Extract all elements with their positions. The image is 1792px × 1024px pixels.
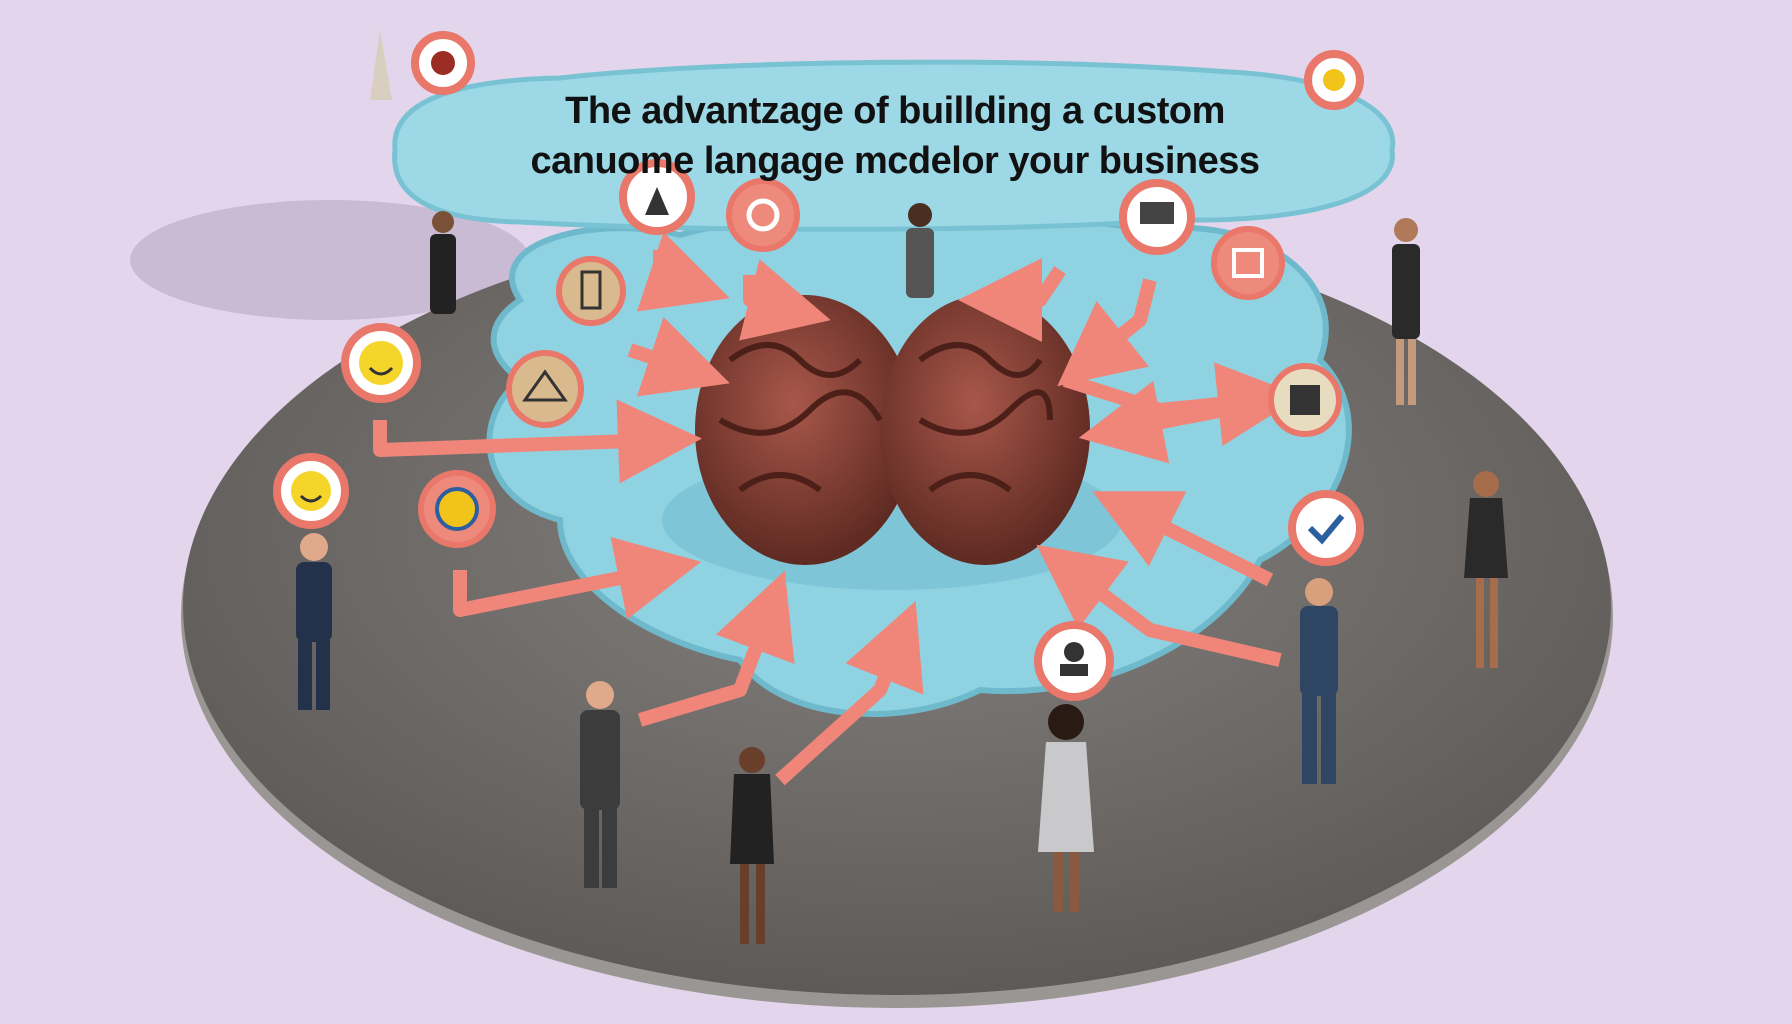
presenter xyxy=(906,203,934,298)
arrows xyxy=(373,231,1302,786)
smile-icon xyxy=(273,453,349,529)
alert-icon xyxy=(411,31,475,95)
puzzle-icon xyxy=(1211,226,1285,300)
coin-icon xyxy=(418,470,496,548)
person xyxy=(430,211,456,314)
brain xyxy=(695,295,1090,565)
person xyxy=(1392,218,1420,405)
page-title: The advantzage of buillding a custom can… xyxy=(430,86,1360,186)
checkmark-icon xyxy=(1288,490,1364,566)
icons xyxy=(273,30,1364,701)
pump-icon xyxy=(556,256,626,326)
worker-icon xyxy=(619,159,695,235)
title-line-2: canuome langage mcdelor your business xyxy=(530,140,1260,182)
coin-icon xyxy=(1304,50,1364,110)
chip-icon xyxy=(1268,363,1342,437)
rocket-icon xyxy=(370,30,392,100)
people xyxy=(296,203,1508,944)
gear-icon xyxy=(726,178,800,252)
laptop-icon xyxy=(1119,179,1195,255)
person-icon xyxy=(1034,621,1114,701)
person xyxy=(580,681,620,888)
person xyxy=(730,747,774,944)
person xyxy=(296,533,332,710)
person xyxy=(1038,704,1094,912)
scales-icon xyxy=(506,350,584,428)
person xyxy=(1464,471,1508,668)
title-line-1: The advantzage of buillding a custom xyxy=(565,90,1225,132)
person xyxy=(1300,578,1338,784)
smile-icon xyxy=(341,323,421,403)
